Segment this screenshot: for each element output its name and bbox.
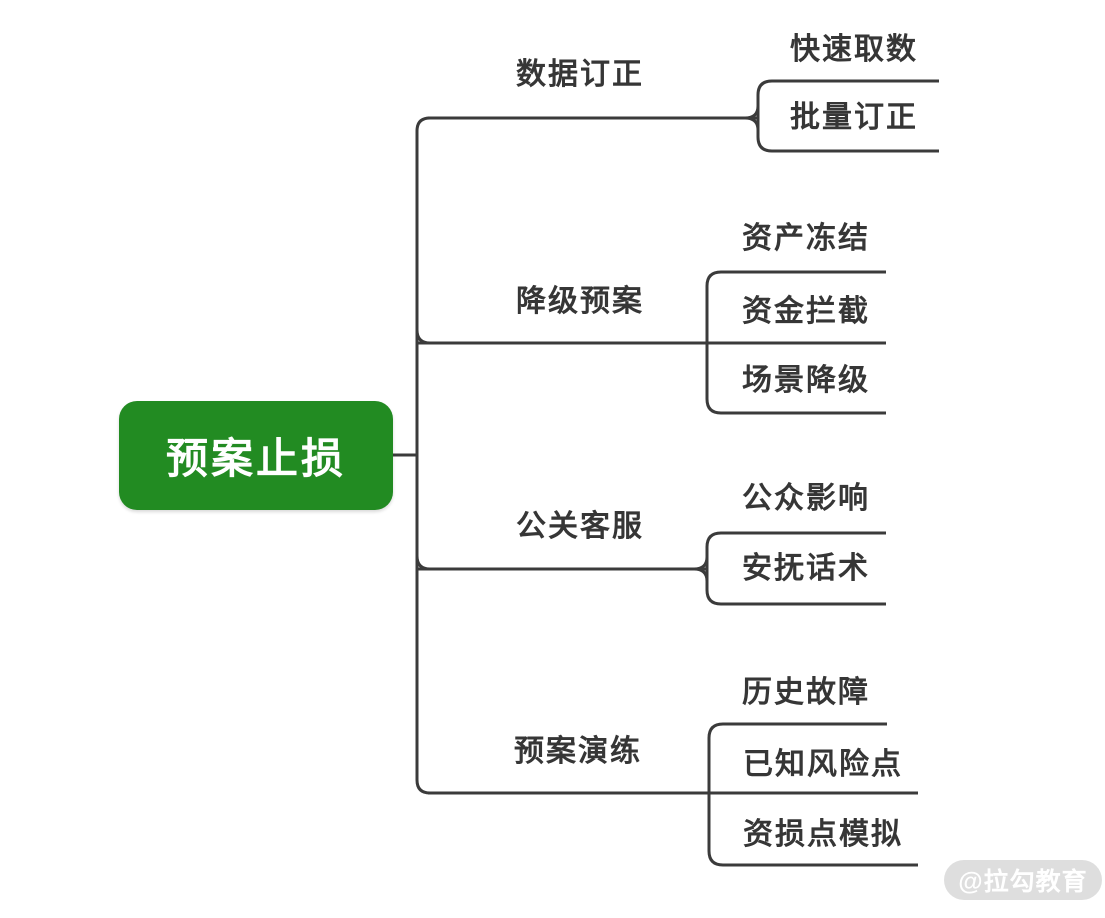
branch-1-line bbox=[428, 105, 760, 131]
branch-2-line bbox=[415, 329, 886, 345]
root-node-label: 预案止损 bbox=[165, 435, 346, 482]
branch-3-line bbox=[415, 555, 709, 582]
watermark-badge: @拉勾教育 bbox=[944, 860, 1102, 900]
branch-1-child-2-node: 批量订正 bbox=[790, 101, 918, 134]
branch-2-node: 降级预案 bbox=[516, 285, 644, 318]
branch-4-child-1-node: 历史故障 bbox=[742, 676, 870, 709]
branch-4-child-3-node: 资损点模拟 bbox=[743, 818, 903, 851]
branch-1-child-1-node: 快速取数 bbox=[790, 33, 918, 66]
branch-3-child-1-node: 公众影响 bbox=[742, 482, 870, 515]
branch-2-child-1-node: 资产冻结 bbox=[742, 222, 870, 255]
branch-2-children-bracket bbox=[705, 270, 886, 415]
branch-3-child-2-node: 安抚话术 bbox=[742, 552, 870, 585]
branch-4-node: 预案演练 bbox=[514, 735, 642, 768]
branch-4-child-2-node: 已知风险点 bbox=[743, 748, 903, 781]
branch-1-node: 数据订正 bbox=[516, 58, 644, 91]
branch-1-children-bracket bbox=[756, 79, 939, 153]
trunk-line bbox=[393, 116, 431, 795]
branch-4-children-bracket bbox=[707, 722, 918, 867]
branch-2-child-3-node: 场景降级 bbox=[742, 364, 870, 397]
watermark-label: @拉勾教育 bbox=[958, 868, 1088, 896]
branch-3-children-bracket bbox=[705, 531, 886, 606]
root-node: 预案止损 bbox=[119, 401, 393, 510]
branch-3-node: 公关客服 bbox=[516, 510, 644, 543]
branch-2-child-2-node: 资金拦截 bbox=[742, 295, 870, 328]
